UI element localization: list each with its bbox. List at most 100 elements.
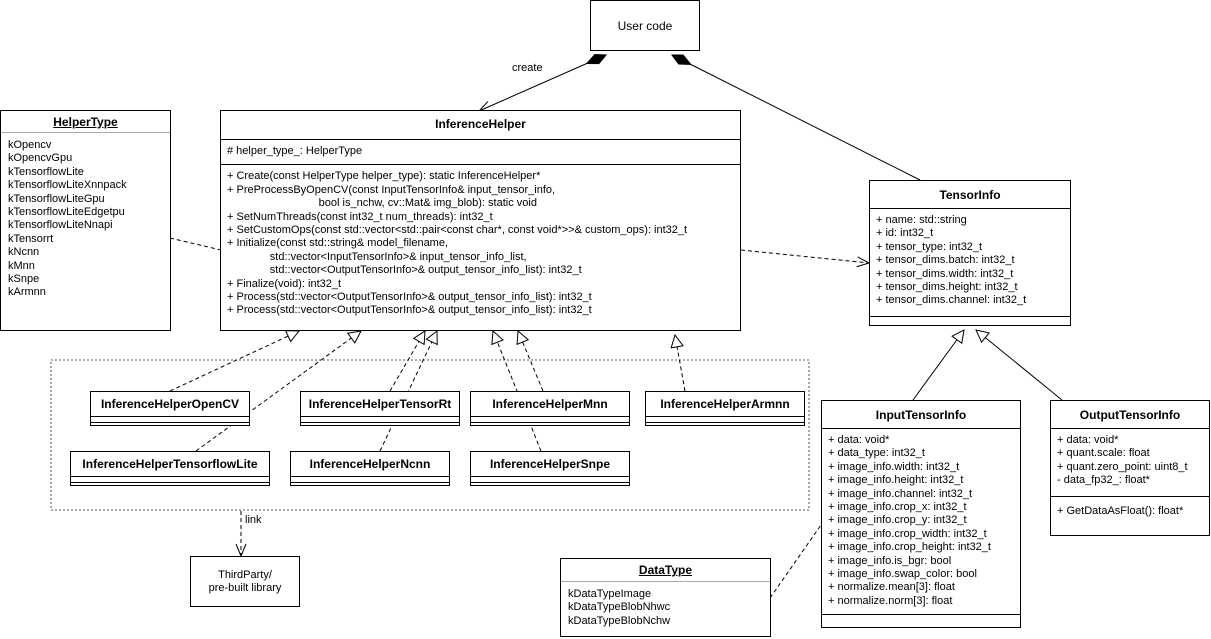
impl-opencv-box[interactable]: InferenceHelperOpenCV	[90, 391, 250, 426]
class-attribute: + image_info.crop_width: int32_t	[828, 527, 987, 540]
inference-helper-title: InferenceHelper	[435, 117, 526, 131]
data-type-title: DataType	[638, 563, 693, 577]
impl-tflite-title: InferenceHelperTensorflowLite	[82, 457, 258, 471]
class-method: + Create(const HelperType helper_type): …	[227, 170, 541, 183]
input-tensor-info-box[interactable]: InputTensorInfo + data: void*+ data_type…	[821, 400, 1021, 628]
enum-item: kTensorflowLite	[8, 165, 84, 178]
class-attribute: + data: void*	[1057, 434, 1119, 446]
user-code-label: User code	[617, 18, 673, 33]
class-attribute: + tensor_dims.height: int32_t	[876, 281, 1018, 294]
class-attribute: + normalize.mean[3]: float	[828, 581, 955, 594]
realize-opencv	[169, 331, 299, 392]
user-code-box[interactable]: User code	[590, 0, 700, 51]
class-attribute: + image_info.crop_y: int32_t	[828, 514, 967, 527]
class-attribute: + image_info.width: int32_t	[828, 460, 960, 473]
enum-item: kTensorflowLiteXnnpack	[8, 179, 127, 192]
enum-item: kTensorflowLiteEdgetpu	[8, 206, 125, 219]
impl-mnn-title: InferenceHelperMnn	[492, 397, 608, 411]
class-method: bool is_nchw, cv::Mat& img_blob): static…	[227, 197, 537, 210]
class-attribute: + image_info.is_bgr: bool	[828, 554, 952, 567]
impl-armnn-box[interactable]: InferenceHelperArmnn	[645, 391, 805, 426]
impl-tensorrt-title: InferenceHelperTensorRt	[308, 397, 452, 411]
class-method: + GetDataAsFloat(): float*	[1057, 504, 1184, 517]
realize-tflite	[195, 331, 361, 452]
output-tensor-info-methods: + GetDataAsFloat(): float*	[1051, 497, 1209, 518]
class-method: + Finalize(void): int32_t	[227, 277, 342, 290]
class-method: + SetNumThreads(const int32_t num_thread…	[227, 210, 493, 223]
enum-item: kDataTypeImage	[568, 588, 652, 600]
class-attribute: + image_info.channel: int32_t	[828, 487, 973, 500]
helpertype-dependency	[169, 237, 222, 251]
class-attribute: + image_info.crop_height: int32_t	[828, 541, 991, 554]
class-attribute: + data_type: int32_t	[828, 447, 925, 460]
enum-item: kTensorrt	[8, 232, 54, 245]
class-method: std::vector<OutputTensorInfo>& output_te…	[227, 264, 582, 277]
link-label: link	[245, 514, 262, 526]
tensor-info-title: TensorInfo	[939, 188, 1001, 202]
inference-helper-methods: + Create(const HelperType helper_type): …	[221, 165, 740, 317]
inputtensorinfo-datatype	[769, 524, 822, 599]
user-to-tensorinfo-edge	[672, 55, 921, 181]
class-attribute: - data_fp32_: float*	[1057, 474, 1150, 487]
class-method: + PreProcessByOpenCV(const InputTensorIn…	[227, 183, 556, 196]
inference-helper-box[interactable]: InferenceHelper # helper_type_: HelperTy…	[220, 110, 741, 331]
impl-tensorrt-box[interactable]: InferenceHelperTensorRt	[300, 391, 460, 426]
impl-armnn-title: InferenceHelperArmnn	[660, 397, 790, 411]
realize-tensorrt	[389, 331, 425, 392]
enum-item: kMnn	[8, 259, 35, 272]
impl-ncnn-title: InferenceHelperNcnn	[309, 457, 431, 471]
class-attribute: + tensor_type: int32_t	[876, 240, 983, 253]
output-tensor-info-box[interactable]: OutputTensorInfo + data: void*+ quant.sc…	[1050, 400, 1210, 536]
class-attribute: + tensor_dims.width: int32_t	[876, 267, 1014, 280]
class-attribute: # helper_type_: HelperType	[227, 145, 363, 157]
class-attribute: + id: int32_t	[876, 227, 934, 240]
enum-item: kOpencv	[8, 139, 52, 151]
create-edge	[479, 55, 606, 111]
tensor-info-box[interactable]: TensorInfo + name: std::string+ id: int3…	[869, 180, 1071, 326]
inferencehelper-to-tensorinfo	[740, 249, 869, 263]
create-label: create	[512, 62, 543, 74]
input-tensor-info-title: InputTensorInfo	[875, 408, 967, 422]
class-attribute: + tensor_dims.channel: int32_t	[876, 294, 1027, 307]
impl-tflite-box[interactable]: InferenceHelperTensorflowLite	[70, 451, 270, 486]
class-attribute: + quant.zero_point: uint8_t	[1057, 460, 1188, 473]
impl-ncnn-box[interactable]: InferenceHelperNcnn	[290, 451, 450, 486]
inference-helper-attributes: # helper_type_: HelperType	[221, 140, 740, 164]
input-tensor-info-attributes: + data: void*+ data_type: int32_t+ image…	[822, 429, 1020, 614]
class-method: std::vector<InputTensorInfo>& input_tens…	[227, 250, 527, 263]
impl-snpe-box[interactable]: InferenceHelperSnpe	[470, 451, 630, 486]
enum-item: kOpencvGpu	[8, 152, 73, 165]
tensor-info-attributes: + name: std::string+ id: int32_t+ tensor…	[870, 209, 1070, 316]
implementations-group	[50, 359, 810, 511]
third-party-box[interactable]: ThirdParty/ pre-built library	[190, 556, 300, 607]
class-attribute: + image_info.height: int32_t	[828, 474, 964, 487]
enum-item: kSnpe	[8, 273, 40, 286]
realize-armnn	[675, 335, 686, 392]
enum-item: kDataTypeBlobNhwc	[568, 601, 671, 614]
enum-item: kNcnn	[8, 246, 40, 259]
class-method: + SetCustomOps(const std::vector<std::pa…	[227, 224, 688, 237]
output-tensor-info-attributes: + data: void*+ quant.scale: float+ quant…	[1051, 429, 1209, 496]
third-party-line2: pre-built library	[208, 581, 282, 594]
class-method: + Process(std::vector<OutputTensorInfo>&…	[227, 304, 592, 317]
output-tensor-info-title: OutputTensorInfo	[1079, 408, 1181, 422]
realize-mnn	[518, 331, 544, 392]
third-party-line1: ThirdParty/	[218, 568, 272, 581]
enum-item: kTensorflowLiteNnapi	[8, 219, 113, 232]
impl-mnn-box[interactable]: InferenceHelperMnn	[470, 391, 630, 426]
class-attribute: + quant.scale: float	[1057, 447, 1150, 460]
class-attribute: + image_info.crop_x: int32_t	[828, 501, 967, 514]
inherit-input	[912, 330, 964, 401]
class-attribute: + image_info.swap_color: bool	[828, 568, 977, 581]
class-attribute: + data: void*	[828, 434, 890, 446]
class-attribute: + name: std::string	[876, 214, 967, 226]
impl-opencv-title: InferenceHelperOpenCV	[100, 397, 240, 411]
enum-item: kTensorflowLiteGpu	[8, 192, 105, 205]
helper-type-title: HelperType	[53, 115, 118, 129]
inherit-output	[976, 330, 1063, 401]
class-method: + Process(std::vector<OutputTensorInfo>&…	[227, 291, 592, 304]
